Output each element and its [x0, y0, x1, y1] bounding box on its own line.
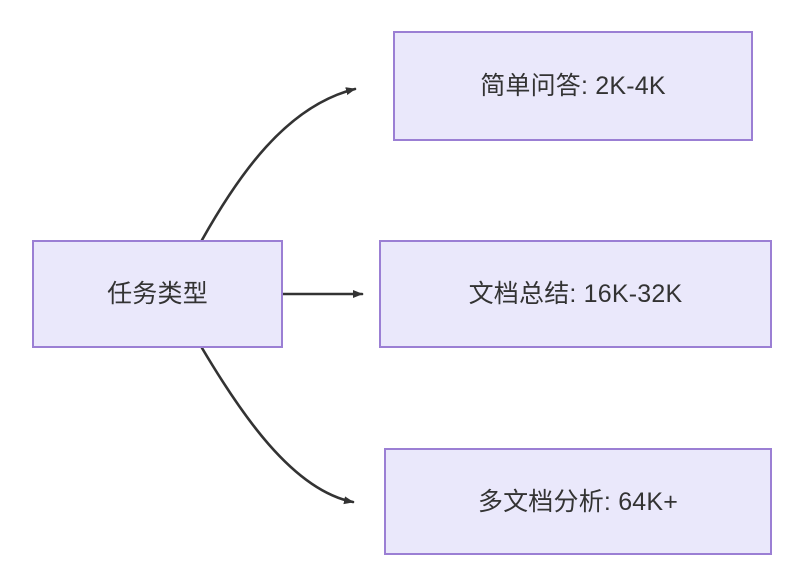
node-doc-summary-label: 文档总结: 16K-32K [468, 280, 683, 308]
node-multi-doc-label: 多文档分析: 64K+ [477, 487, 679, 516]
node-multi-doc[interactable]: 多文档分析: 64K+ [384, 448, 772, 555]
node-doc-summary[interactable]: 文档总结: 16K-32K [379, 240, 772, 348]
edge-to-multi-doc [200, 346, 355, 505]
node-task-type-label: 任务类型 [107, 280, 208, 308]
node-simple-qa-label: 简单问答: 2K-4K [480, 72, 666, 100]
node-task-type[interactable]: 任务类型 [32, 240, 283, 348]
node-simple-qa[interactable]: 简单问答: 2K-4K [393, 31, 753, 141]
edge-to-simple-qa [200, 87, 357, 242]
